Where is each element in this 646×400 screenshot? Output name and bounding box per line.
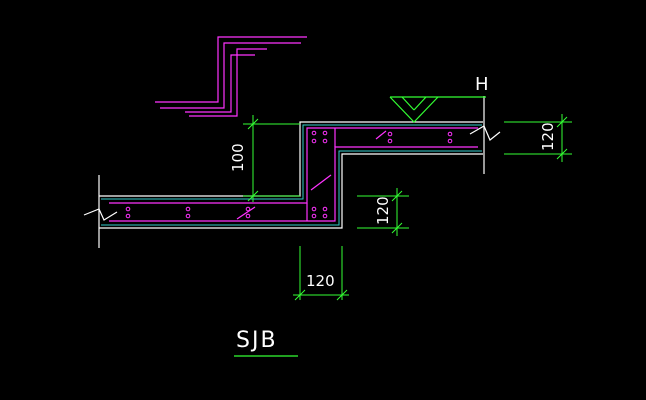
dim-step-width-label: 120 bbox=[306, 272, 335, 290]
concrete-cover-line bbox=[101, 124, 482, 226]
upper-left-rebar-detail bbox=[155, 36, 307, 117]
dim-upper-slab-label: 120 bbox=[539, 122, 557, 151]
dim-lower-slab-label: 120 bbox=[374, 196, 392, 225]
dim-step-height bbox=[243, 115, 300, 202]
slab-outline bbox=[83, 96, 501, 248]
dim-lower-slab bbox=[357, 188, 409, 236]
dim-step-height-label: 100 bbox=[229, 143, 247, 172]
drawing-title: SJB bbox=[236, 328, 278, 353]
elevation-marker bbox=[389, 96, 486, 123]
dim-upper-slab bbox=[504, 114, 572, 162]
dim-step-width bbox=[293, 246, 349, 301]
rebar-dots bbox=[125, 130, 453, 219]
slab-rebar bbox=[109, 127, 478, 222]
elevation-label: H bbox=[475, 74, 489, 95]
